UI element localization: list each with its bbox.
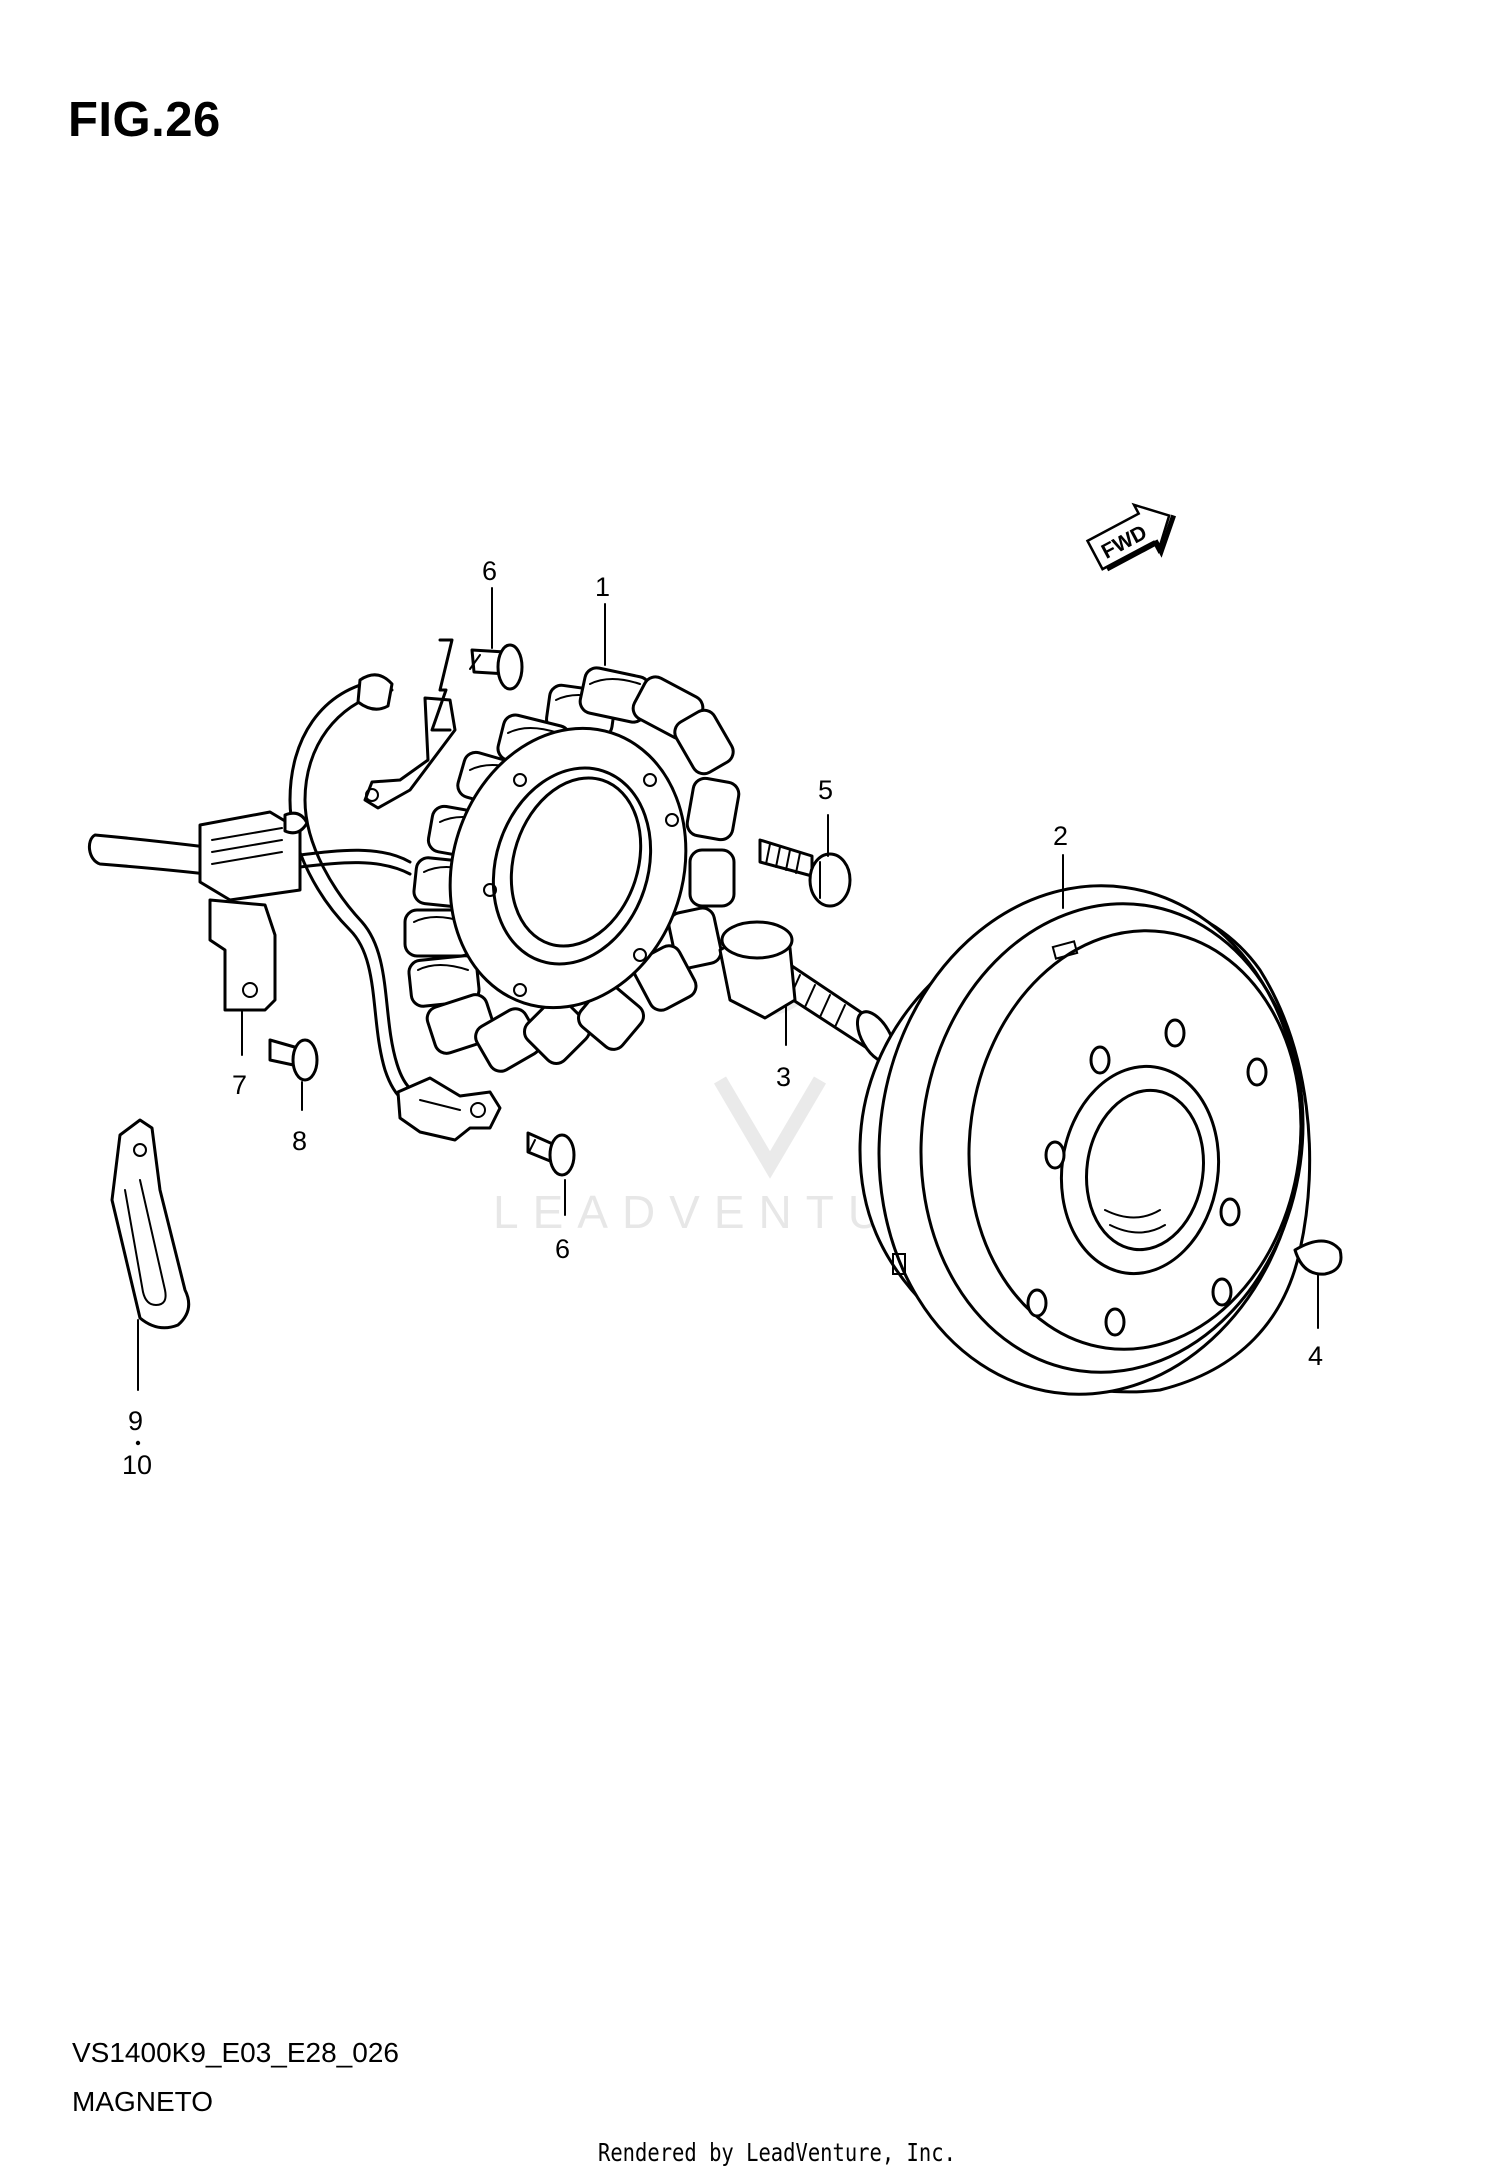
stator-coil xyxy=(688,848,736,908)
callout-label: 8 xyxy=(292,1126,307,1156)
bolt-pickup[interactable] xyxy=(526,1131,576,1177)
callout-5[interactable]: 5 xyxy=(818,775,833,857)
flywheel-rotor[interactable] xyxy=(847,858,1334,1421)
callout-label-10: 10 xyxy=(122,1450,152,1480)
callout-2[interactable]: 2 xyxy=(1053,821,1068,909)
fwd-arrow[interactable]: FWD xyxy=(1083,491,1186,580)
bolt-upper-stator[interactable] xyxy=(469,643,524,691)
stator-assembly[interactable] xyxy=(403,666,741,1076)
callout-8[interactable]: 8 xyxy=(292,1081,307,1156)
model-code: VS1400K9_E03_E28_026 xyxy=(72,2037,399,2068)
callout-1[interactable]: 1 xyxy=(595,572,610,666)
rendered-by-footer: Rendered by LeadVenture, Inc. xyxy=(598,2138,956,2167)
woodruff-key[interactable] xyxy=(1293,1239,1343,1276)
callout-6-upper[interactable]: 6 xyxy=(482,556,497,649)
flywheel-bolt[interactable] xyxy=(718,920,902,1068)
callout-6-lower[interactable]: 6 xyxy=(555,1179,570,1264)
callout-label: 7 xyxy=(232,1070,247,1100)
callout-3[interactable]: 3 xyxy=(776,1004,791,1092)
callout-label: 2 xyxy=(1053,821,1068,851)
stator-ring xyxy=(448,726,688,1010)
stator-wire-harness[interactable] xyxy=(87,638,502,1142)
bolt-stator-mount[interactable] xyxy=(758,838,852,908)
callout-label: 1 xyxy=(595,572,610,602)
callout-label-9: 9 xyxy=(128,1406,143,1436)
callout-9-10[interactable]: 9 10 xyxy=(122,1319,152,1480)
stator-coil xyxy=(685,776,741,842)
section-name: MAGNETO xyxy=(72,2086,214,2117)
callout-label: 6 xyxy=(555,1234,570,1264)
stator-coil xyxy=(522,996,592,1066)
callout-7[interactable]: 7 xyxy=(232,1009,247,1100)
stator-coil xyxy=(673,708,735,776)
callout-4[interactable]: 4 xyxy=(1308,1274,1323,1371)
wire-clamp[interactable] xyxy=(110,1118,191,1330)
figure-title: FIG.26 xyxy=(68,93,221,147)
bolt-clamp[interactable] xyxy=(268,1038,319,1082)
callout-label: 4 xyxy=(1308,1341,1323,1371)
callout-label: 3 xyxy=(776,1062,791,1092)
callout-label: 5 xyxy=(818,775,833,805)
callout-label: 6 xyxy=(482,556,497,586)
stator-coil xyxy=(667,906,723,970)
